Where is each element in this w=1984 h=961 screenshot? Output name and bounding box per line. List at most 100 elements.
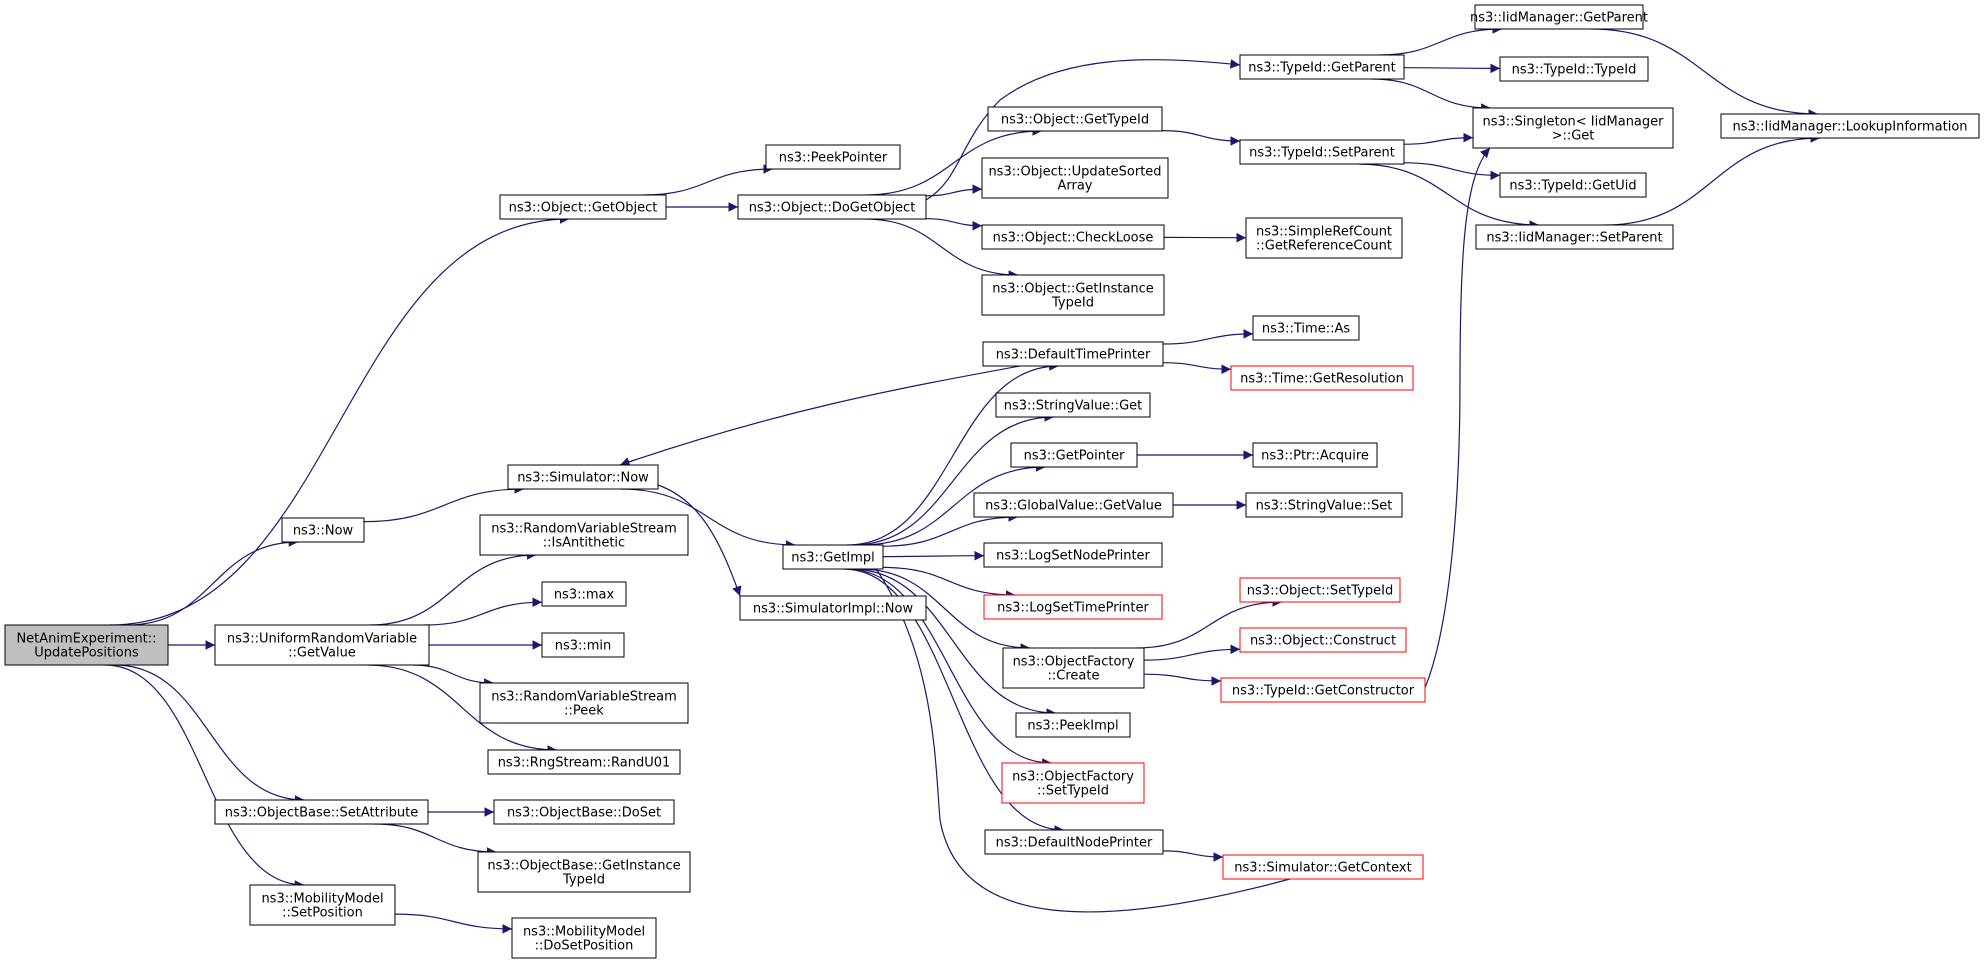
node-box [214,799,429,825]
edge-typeid_setparent-to-iidmanager_setparent [1357,163,1539,230]
node-of_create[interactable]: ns3::ObjectFactory::Create [1002,647,1145,689]
node-label: ns3::GlobalValue::GetValue [985,499,1162,514]
node-obj_gettypeid[interactable]: ns3::Object::GetTypeId [987,106,1163,132]
edge-dogetobject-to-obj_gettypeid [865,126,1042,196]
node-time_as[interactable]: ns3::Time::As [1252,315,1360,341]
node-randu01[interactable]: ns3::RngStream::RandU01 [487,749,681,775]
node-typeid_setparent[interactable]: ns3::TypeId::SetParent [1239,139,1405,165]
edge-defaulttimeprinter-to-time_as [1162,329,1254,345]
edge-getimpl-to-globalvalue_getvalue [882,512,1019,547]
node-box [1002,647,1145,689]
node-getpointer[interactable]: ns3::GetPointer [1010,442,1138,468]
edge-typeid_getconstructor-to-singleton_get [1423,147,1491,691]
node-label: ns3::LogSetNodePrinter [996,549,1150,564]
node-label: ns3::PeekImpl [1027,719,1118,734]
edge-urv_getvalue-to-rvs_peek [412,664,494,688]
node-logsetnodeprinter[interactable]: ns3::LogSetNodePrinter [983,542,1163,568]
node-obj_checkloose[interactable]: ns3::Object::CheckLoose [981,224,1165,250]
edge-root-to-setattribute [114,664,305,805]
edge-defaulttimeprinter-to-sim_now [619,365,1021,467]
node-iidmanager_setparent[interactable]: ns3::IidManager::SetParent [1475,224,1674,250]
node-label: ns3::StringValue::Get [1004,399,1142,414]
node-defaultnodeprinter[interactable]: ns3::DefaultNodePrinter [984,829,1164,855]
edge-now-to-sim_now [363,484,525,523]
node-iidmanager_getparent[interactable]: ns3::IidManager::GetParent [1470,4,1648,30]
node-logsettimeprinter[interactable]: ns3::LogSetTimePrinter [983,594,1163,620]
node-ob_doset[interactable]: ns3::ObjectBase::DoSet [493,799,675,825]
node-setattribute[interactable]: ns3::ObjectBase::SetAttribute [214,799,429,825]
edge-of_create-to-obj_settypeid [1136,597,1283,649]
node-sim_getcontext[interactable]: ns3::Simulator::GetContext [1222,854,1424,880]
edge-iidmanager_getparent-to-iidmanager_lookup [1590,28,1819,119]
node-box [782,544,884,570]
node-label: ns3::LogSetTimePrinter [997,601,1149,616]
node-iidmanager_lookup[interactable]: ns3::IidManager::LookupInformation [1720,113,1980,139]
node-box [765,144,901,170]
node-ptr_acquire[interactable]: ns3::Ptr::Acquire [1252,442,1378,468]
node-box [541,632,625,658]
edge-getimpl-to-getpointer [861,462,1046,546]
node-urv_getvalue[interactable]: ns3::UniformRandomVariable::GetValue [214,624,430,666]
node-box [499,194,667,220]
edge-dogetobject-to-obj_updatesorted [925,184,983,197]
edges-layer [104,24,1821,934]
node-typeid_typeid[interactable]: ns3::TypeId::TypeId [1499,56,1649,82]
node-typeid_getuid[interactable]: ns3::TypeId::GetUid [1499,172,1647,198]
node-root[interactable]: NetAnimExperiment::UpdatePositions [4,624,169,666]
node-obj_settypeid[interactable]: ns3::Object::SetTypeId [1239,577,1401,603]
node-rvs_isantithetic[interactable]: ns3::RandomVariableStream::IsAntithetic [479,514,689,556]
node-label: ns3::max [554,588,615,603]
node-stringvalue_get[interactable]: ns3::StringValue::Get [995,392,1151,418]
node-box [981,157,1169,199]
node-of_settypeid[interactable]: ns3::ObjectFactory::SetTypeId [1001,762,1145,804]
node-box [987,106,1163,132]
node-label: ns3::DefaultNodePrinter [996,836,1153,851]
node-box [981,224,1165,250]
node-simimpl_now[interactable]: ns3::SimulatorImpl::Now [739,595,927,621]
node-rvs_peek[interactable]: ns3::RandomVariableStream::Peek [479,682,689,724]
node-min[interactable]: ns3::min [541,632,625,658]
node-max[interactable]: ns3::max [541,581,627,607]
node-simplerefcount[interactable]: ns3::SimpleRefCount::GetReferenceCount [1245,217,1403,259]
node-label: ns3::Time::GetResolution [1240,372,1404,387]
node-singleton_get[interactable]: ns3::Singleton< IidManager >::Get [1472,107,1674,149]
node-label: ns3::Object::GetInstance [992,282,1154,297]
node-box [507,464,659,490]
node-box [1720,113,1980,139]
node-typeid_getconstructor[interactable]: ns3::TypeId::GetConstructor [1220,677,1426,703]
node-label: ns3::IidManager::GetParent [1470,11,1648,26]
node-typeid_getparent[interactable]: ns3::TypeId::GetParent [1239,54,1405,80]
node-obj_construct[interactable]: ns3::Object::Construct [1239,627,1407,653]
node-label: TypeId [1051,296,1094,311]
node-label: ns3::DefaultTimePrinter [996,348,1151,363]
node-label: ns3::Time::As [1262,322,1351,337]
node-box [1239,577,1401,603]
node-globalvalue_getvalue[interactable]: ns3::GlobalValue::GetValue [973,492,1174,518]
node-box [1245,217,1403,259]
node-getimpl[interactable]: ns3::GetImpl [782,544,884,570]
edge-of_create-to-obj_construct [1143,644,1241,661]
edge-sim_getcontext-to-getimpl [869,559,1291,913]
node-label: ns3::MobilityModel [261,892,383,907]
node-box [1239,139,1405,165]
node-label: >::Get [1552,129,1595,144]
node-box [479,682,689,724]
node-getobject[interactable]: ns3::Object::GetObject [499,194,667,220]
edge-root-to-now [127,537,299,626]
node-mm_dosetposition[interactable]: ns3::MobilityModel::DoSetPosition [511,917,657,959]
node-stringvalue_set[interactable]: ns3::StringValue::Set [1245,492,1403,518]
node-sim_now[interactable]: ns3::Simulator::Now [507,464,659,490]
node-peekpointer[interactable]: ns3::PeekPointer [765,144,901,170]
node-box [984,829,1164,855]
node-now[interactable]: ns3::Now [281,517,365,543]
node-dogetobject[interactable]: ns3::Object::DoGetObject [737,194,927,220]
node-mm_setposition[interactable]: ns3::MobilityModel::SetPosition [249,884,396,926]
node-defaulttimeprinter[interactable]: ns3::DefaultTimePrinter [982,341,1164,367]
node-time_getresolution[interactable]: ns3::Time::GetResolution [1230,365,1414,391]
node-peekimpl[interactable]: ns3::PeekImpl [1015,712,1131,738]
node-box [739,595,927,621]
